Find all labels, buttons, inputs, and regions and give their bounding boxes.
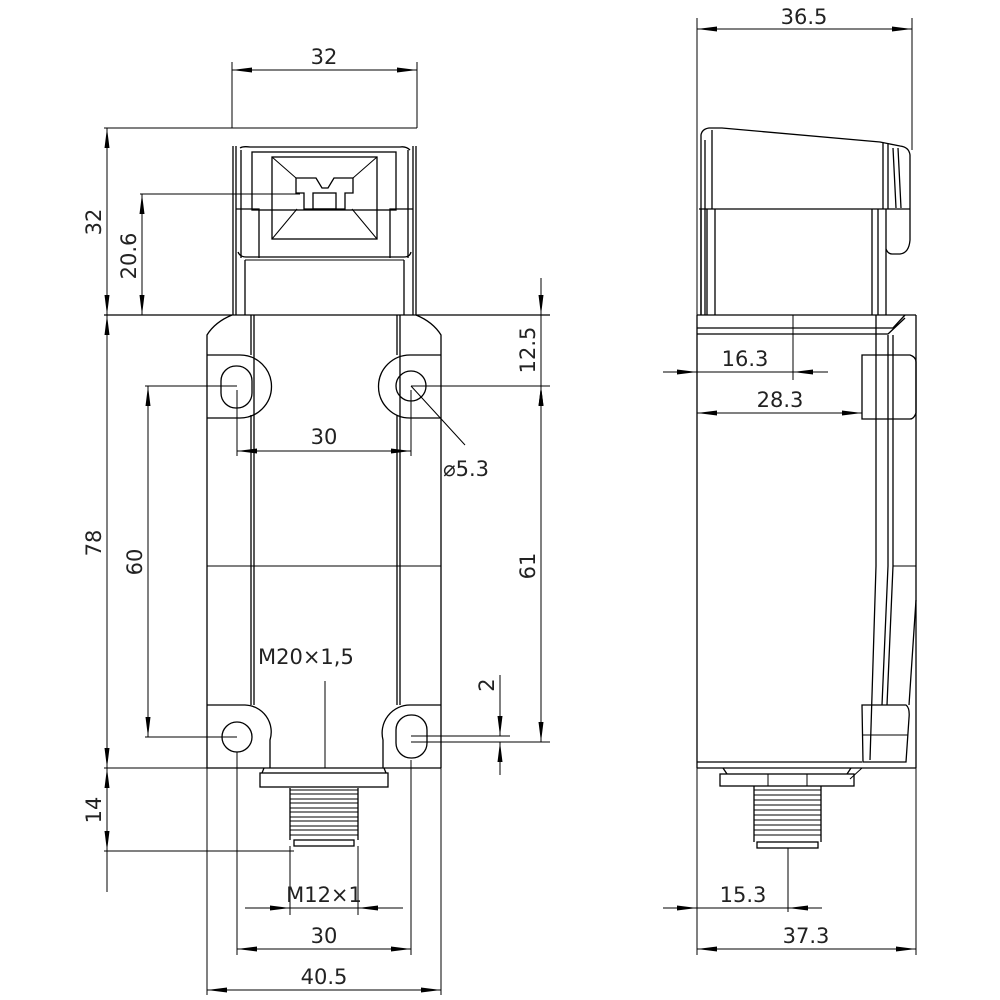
front-dimension-lines [104, 67, 544, 993]
dim-body-height: 78 [82, 530, 106, 557]
dim-body-depth-to-step: 28.3 [757, 388, 804, 412]
dim-head-height: 32 [82, 209, 106, 236]
dim-hole-spacing-top: 30 [311, 425, 338, 449]
label-conduit-thread: M20×1,5 [258, 645, 354, 669]
dim-hole-diameter: ⌀5.3 [443, 457, 489, 481]
side-connector [719, 767, 855, 849]
m12-connector [259, 767, 389, 847]
dim-slot-height: 20.6 [117, 233, 141, 280]
side-view: 36.5 16.3 28.3 15.3 37.3 [663, 5, 917, 955]
dim-body-width: 40.5 [301, 965, 348, 989]
dim-overall-depth: 37.3 [783, 924, 830, 948]
side-body [696, 314, 917, 780]
front-extension-lines [104, 62, 550, 995]
dim-head-depth: 36.5 [781, 5, 828, 29]
dim-slot-offset: 2 [475, 678, 499, 691]
actuator-head [232, 127, 417, 315]
dim-top-hole-offset: 12.5 [516, 327, 540, 374]
label-connector-thread: M12×1 [286, 883, 362, 907]
front-view: 32 32 20.6 78 60 30 12.5 ⌀5.3 61 2 M20×1… [82, 45, 550, 995]
dim-head-width: 32 [311, 45, 338, 69]
switch-body [104, 314, 550, 769]
dim-center-offset-top: 16.3 [722, 347, 769, 371]
side-extension-lines [696, 18, 917, 955]
dim-connector-center-offset: 15.3 [720, 883, 767, 907]
dim-hole-spacing-bottom: 30 [311, 924, 338, 948]
dim-hole-spacing-right: 61 [516, 553, 540, 580]
dim-hole-spacing-left: 60 [123, 549, 147, 576]
dim-connector-height: 14 [82, 797, 106, 824]
side-dimension-lines [663, 26, 916, 952]
side-head [699, 127, 911, 315]
